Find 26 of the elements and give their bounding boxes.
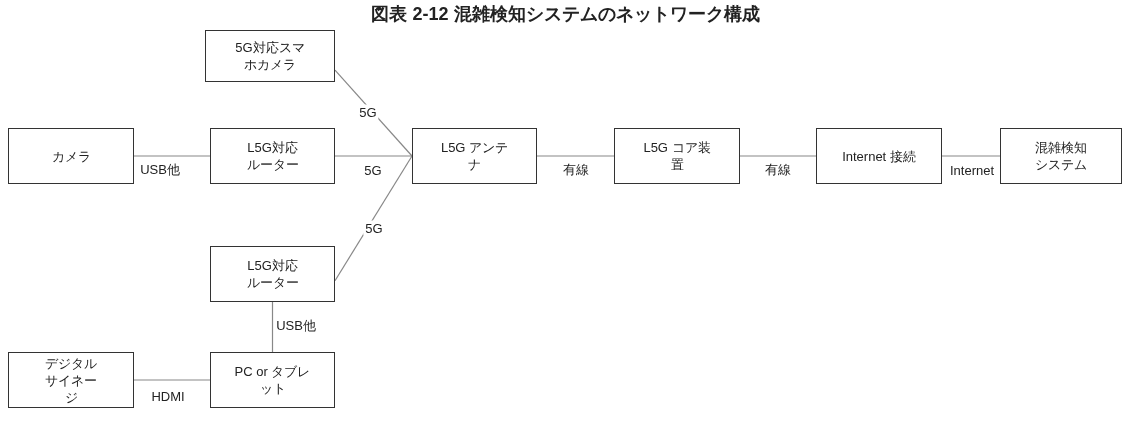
edge-label: USB他 [138,161,182,179]
network-box: L5G コア装置 [614,128,740,184]
edge-label: 5G [357,104,379,120]
connector-line [334,69,413,157]
network-box: PC or タブレット [210,352,335,408]
network-box: 混雑検知システム [1000,128,1122,184]
network-box: カメラ [8,128,134,184]
connector-line [739,155,817,157]
connector-line [941,155,1001,157]
edge-label: 5G [363,220,385,236]
network-box: L5G対応ルーター [210,128,335,184]
network-box: デジタルサイネージ [8,352,134,408]
network-box: L5G アンテナ [412,128,537,184]
connector-line [133,379,211,381]
network-box: Internet 接続 [816,128,942,184]
title: 図表 2-12 混雑検知システムのネットワーク構成 [370,3,761,26]
network-box: L5G対応ルーター [210,246,335,302]
edge-label: 有線 [763,161,793,179]
connector-line [271,301,274,353]
connector-line [334,155,413,282]
edge-label: USB他 [274,317,318,335]
connector-line [133,155,211,157]
network-box: 5G対応スマホカメラ [205,30,335,82]
connector-line [334,155,413,157]
connector-line [536,155,615,157]
edge-label: 有線 [561,161,591,179]
